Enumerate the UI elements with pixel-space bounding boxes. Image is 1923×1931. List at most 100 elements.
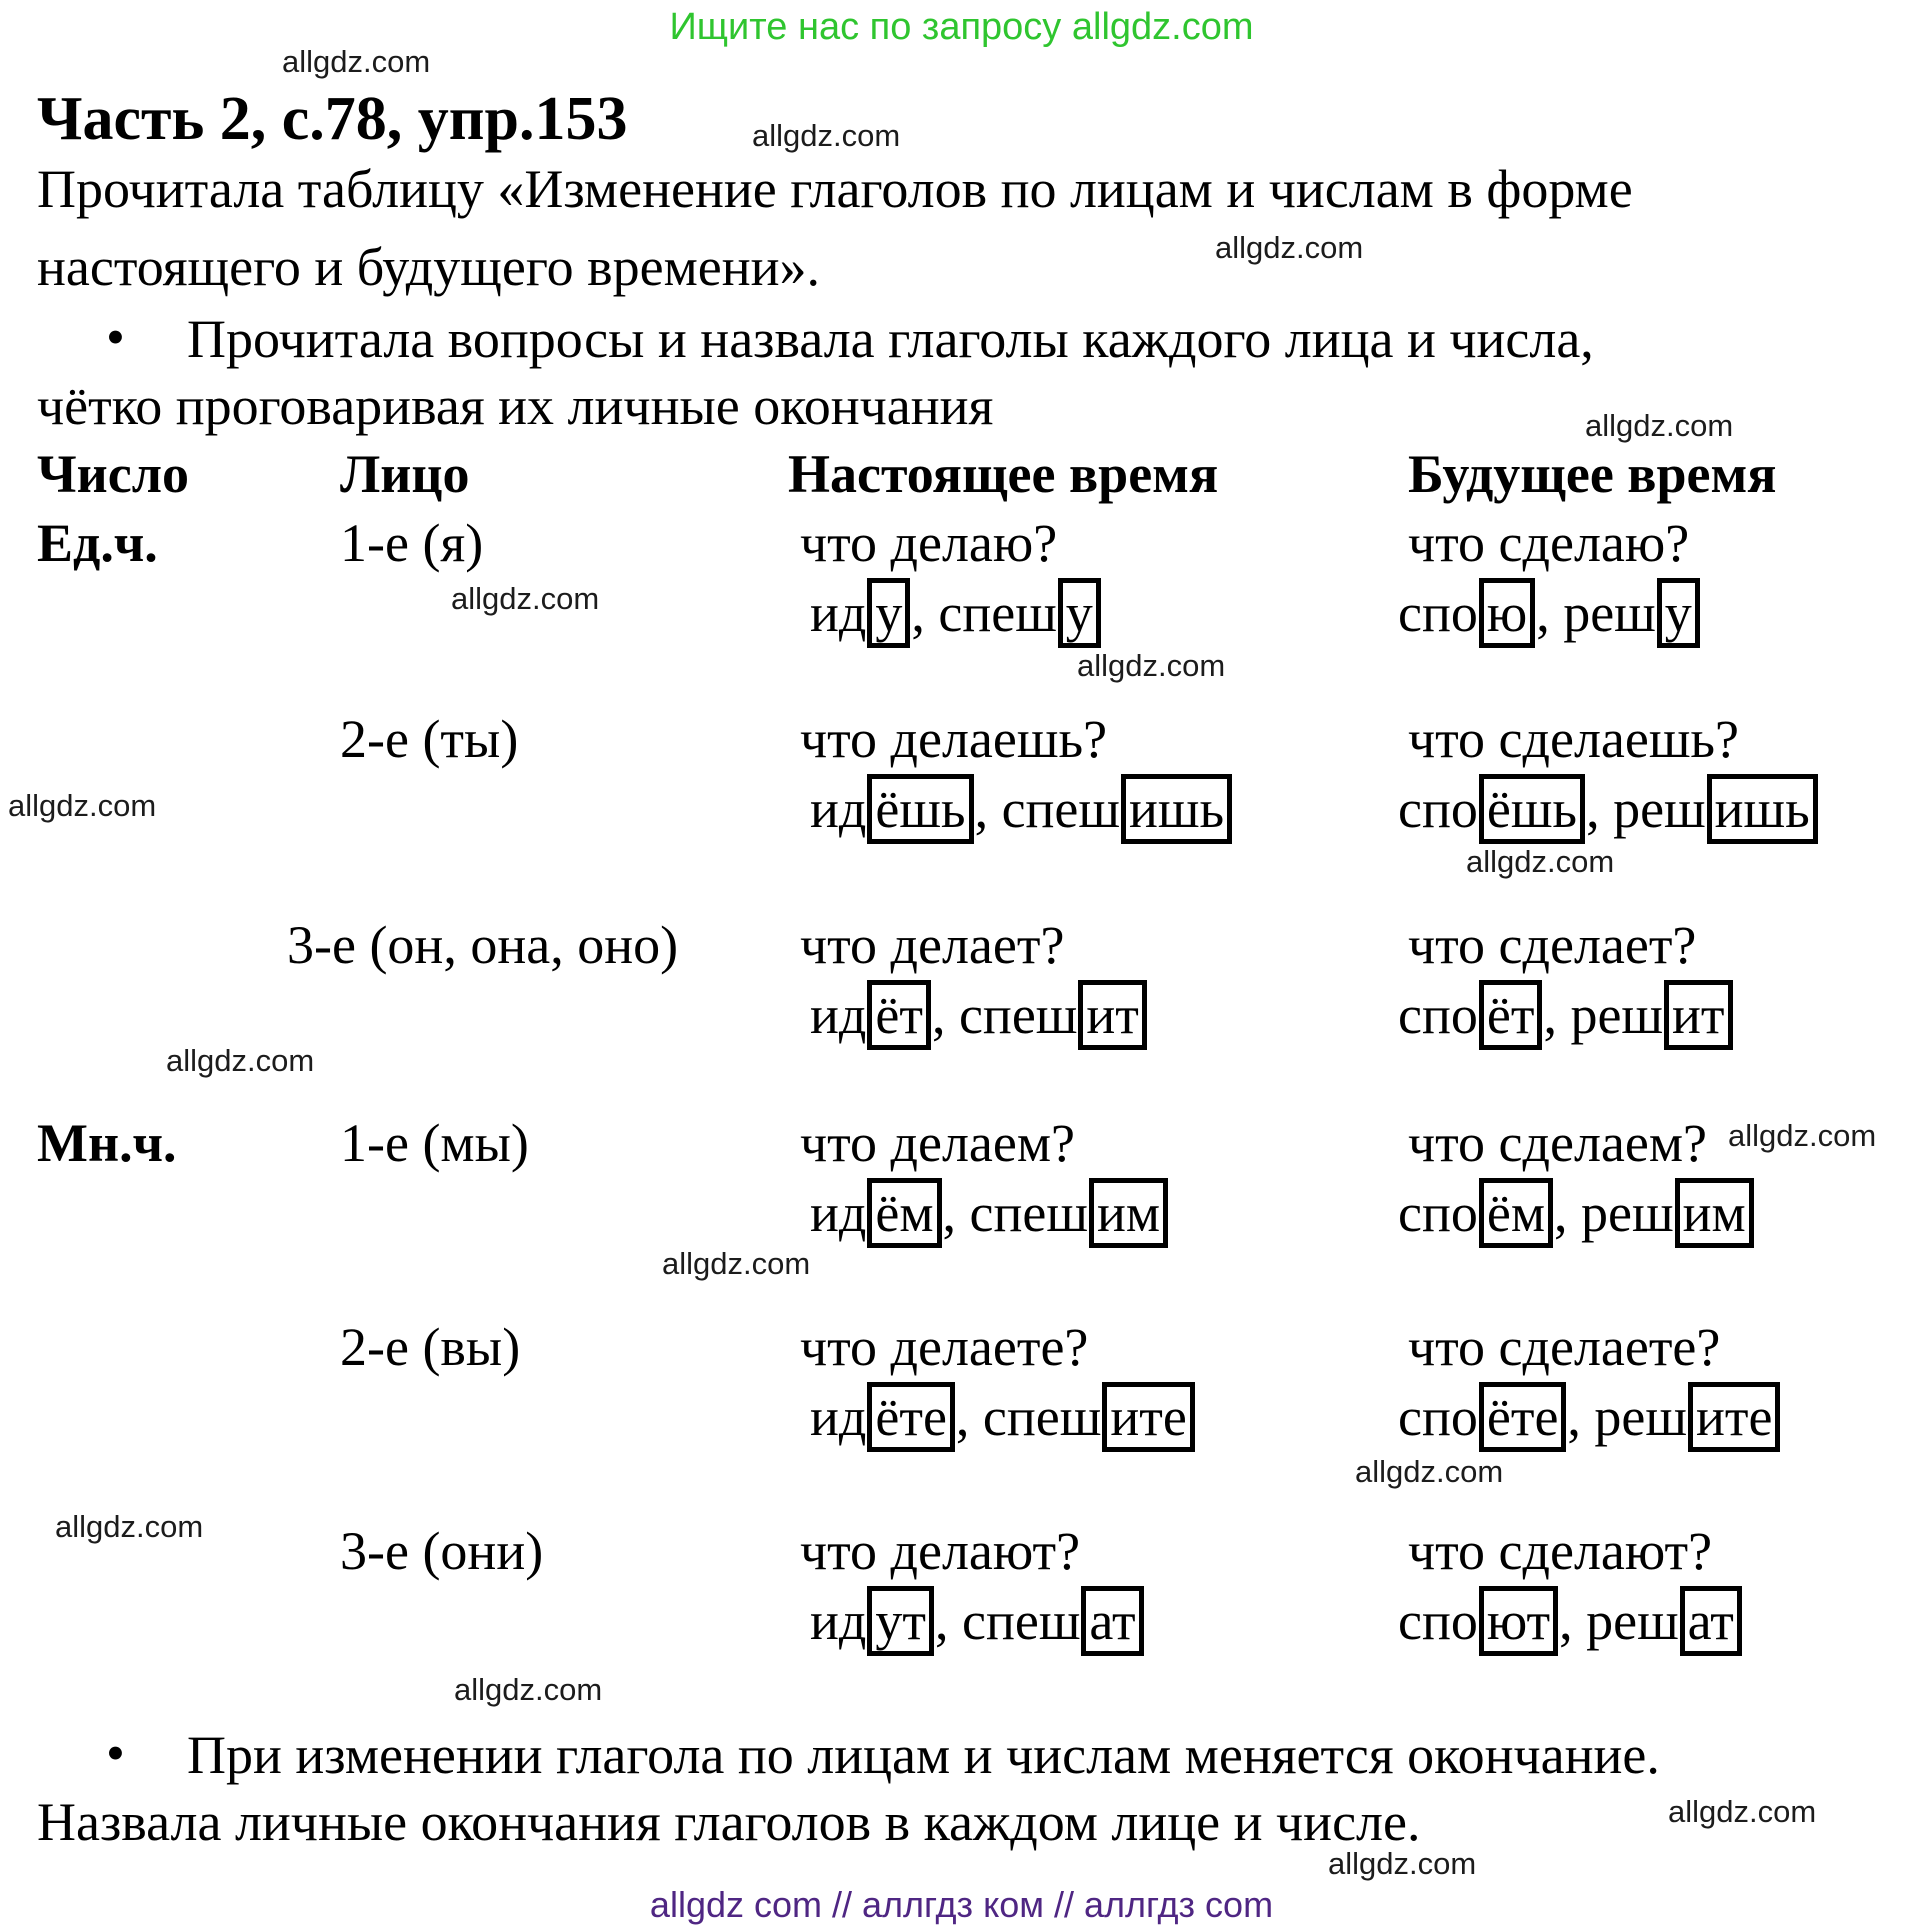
verb-stem: ид — [810, 779, 867, 839]
bullet-dot: • — [106, 307, 125, 367]
present-question: что делаете? — [800, 1317, 1089, 1377]
person-cell: 3-е (он, она, оно) — [287, 915, 679, 975]
verb-stem: спеш — [1001, 779, 1120, 839]
verb-stem: реш — [1581, 1183, 1674, 1243]
verb-stem: ид — [810, 583, 867, 643]
intro-line-2: настоящего и будущего времени». — [37, 237, 821, 297]
header-present: Настоящее время — [788, 444, 1219, 504]
verb-ending-box: ит — [1078, 980, 1147, 1050]
present-question: что делает? — [800, 915, 1065, 975]
verb-ending-box: ют — [1478, 1586, 1559, 1656]
bullet1-line-2: чётко проговаривая их личные окончания — [37, 376, 994, 436]
watermark: allgdz.com — [752, 118, 901, 153]
watermark: allgdz.com — [451, 581, 600, 616]
watermark: allgdz.com — [1077, 648, 1226, 683]
verb-stem: спо — [1398, 583, 1478, 643]
verb-ending-box: им — [1674, 1178, 1754, 1248]
page-title: Часть 2, с.78, упр.153 — [37, 85, 628, 153]
verb-stem: ид — [810, 985, 867, 1045]
header-number: Число — [37, 444, 190, 504]
verb-ending-box: ишь — [1120, 774, 1233, 844]
verb-stem: спо — [1398, 1183, 1478, 1243]
future-question: что сделает? — [1408, 915, 1697, 975]
watermark: allgdz.com — [662, 1246, 811, 1281]
watermark: allgdz.com — [1668, 1794, 1817, 1829]
verb-stem: реш — [1563, 583, 1656, 643]
verb-stem: спо — [1398, 1387, 1478, 1447]
verb-stem: реш — [1586, 1591, 1679, 1651]
verb-ending-box: ат — [1679, 1586, 1742, 1656]
bullet2-line-1: При изменении глагола по лицам и числам … — [187, 1725, 1660, 1785]
verb-ending-box: у — [1057, 578, 1101, 648]
verb-stem: спо — [1398, 985, 1478, 1045]
verb-stem: спеш — [938, 583, 1057, 643]
future-question: что сделают? — [1408, 1521, 1713, 1581]
watermark: allgdz.com — [454, 1672, 603, 1707]
verb-stem: спеш — [969, 1183, 1088, 1243]
person-cell: 2-е (ты) — [340, 709, 519, 769]
watermark: allgdz.com — [1355, 1454, 1504, 1489]
bullet-dot: • — [106, 1723, 125, 1783]
verb-ending-box: ёшь — [1478, 774, 1586, 844]
verb-stem: спеш — [982, 1387, 1102, 1447]
verb-stem: ид — [810, 1591, 867, 1651]
watermark: allgdz.com — [1215, 230, 1364, 265]
number-cell: Мн.ч. — [37, 1113, 177, 1173]
watermark: allgdz.com — [8, 788, 157, 823]
verb-stem: спеш — [961, 1591, 1081, 1651]
verb-stem: реш — [1570, 985, 1664, 1045]
verb-ending-box: ите — [1102, 1382, 1195, 1452]
watermark: allgdz.com — [1328, 1846, 1477, 1881]
verb-stem: реш — [1594, 1387, 1687, 1447]
verb-stem: спеш — [958, 985, 1078, 1045]
watermark: allgdz.com — [282, 44, 431, 79]
verb-ending-box: ём — [867, 1178, 942, 1248]
verb-ending-box: ите — [1687, 1382, 1781, 1452]
verb-ending-box: ут — [867, 1586, 934, 1656]
intro-line-1: Прочитала таблицу «Изменение глаголов по… — [37, 159, 1633, 219]
footer-links: allgdz com // аллгдз ком // аллгдз com — [649, 1884, 1274, 1925]
bullet2-line-2: Назвала личные окончания глаголов в кажд… — [37, 1792, 1421, 1852]
verb-ending-box: ишь — [1706, 774, 1818, 844]
person-cell: 3-е (они) — [340, 1521, 544, 1581]
verb-stem: спо — [1398, 779, 1478, 839]
verb-ending-box: у — [867, 578, 911, 648]
header-person: Лицо — [340, 444, 470, 504]
present-question: что делаешь? — [800, 709, 1108, 769]
verb-stem: ид — [810, 1183, 867, 1243]
verb-ending-box: ёшь — [867, 774, 974, 844]
future-question: что сделаю? — [1408, 513, 1690, 573]
watermark: allgdz.com — [55, 1509, 204, 1544]
verb-ending-box: им — [1088, 1178, 1169, 1248]
verb-stem: ид — [810, 1387, 867, 1447]
verb-ending-box: ат — [1081, 1586, 1144, 1656]
header-future: Будущее время — [1408, 444, 1777, 504]
verb-ending-box: ёте — [867, 1382, 955, 1452]
watermark: allgdz.com — [1728, 1118, 1877, 1153]
verb-stem: реш — [1613, 779, 1706, 839]
number-cell: Ед.ч. — [37, 513, 158, 573]
verb-ending-box: ит — [1664, 980, 1733, 1050]
future-question: что сделаете? — [1408, 1317, 1721, 1377]
